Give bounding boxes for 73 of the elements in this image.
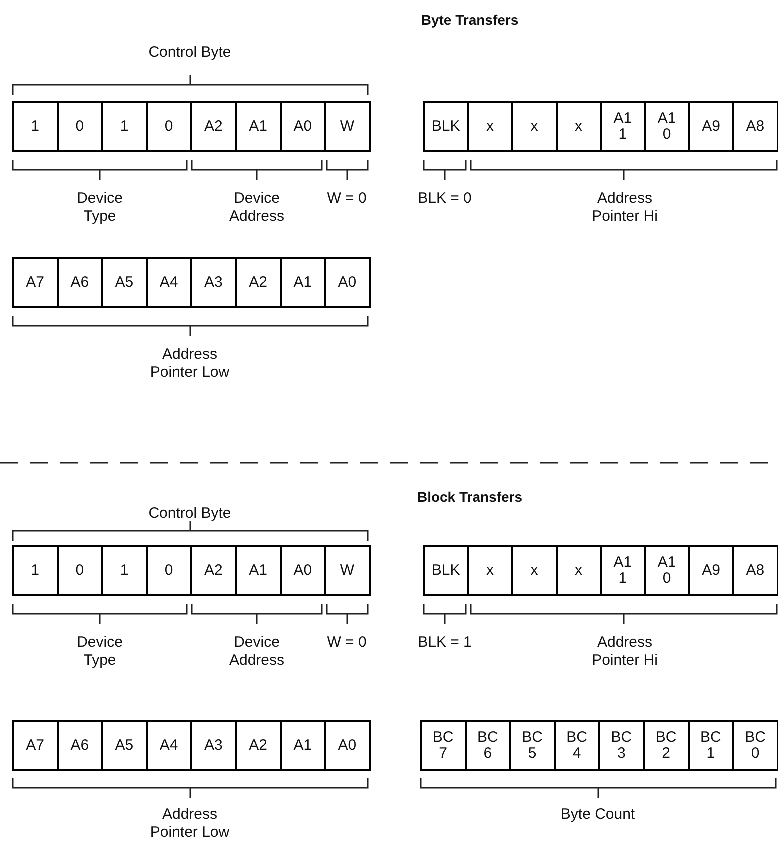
bit-cell: A8 [732, 101, 778, 152]
bit-cell: 1 [12, 545, 59, 596]
bit-cell: BLK [423, 545, 470, 596]
bit-cell: BC 5 [509, 720, 556, 771]
bit-cell: A1 [235, 101, 282, 152]
bit-cell: A7 [12, 257, 59, 308]
bit-cell: 0 [56, 545, 104, 596]
bit-cell: A8 [732, 545, 778, 596]
field-label: Address Pointer Low [149, 806, 231, 842]
bit-cell: 1 [101, 101, 148, 152]
bit-cell: BC 0 [732, 720, 778, 771]
bit-cell: x [511, 545, 558, 596]
bit-cell: BC 7 [420, 720, 467, 771]
bit-cell: W [324, 545, 371, 596]
bit-cell: A7 [12, 720, 59, 771]
field-label: Device Address [228, 190, 286, 226]
field-label: Address Pointer Hi [591, 634, 659, 670]
bit-cell: A1 1 [600, 545, 646, 596]
field-label: BLK = 1 [418, 634, 472, 652]
bit-cell: x [467, 101, 514, 152]
bit-cell: x [467, 545, 514, 596]
bit-cell: A3 [190, 257, 237, 308]
bit-cell: 0 [56, 101, 104, 152]
bit-cell: BC 6 [464, 720, 512, 771]
field-label: Control Byte [148, 44, 232, 62]
bit-cell: x [556, 101, 602, 152]
bit-cell: A6 [56, 720, 104, 771]
field-label: Address Pointer Hi [591, 190, 659, 226]
bit-cell: x [556, 545, 602, 596]
bit-cell: A1 0 [644, 545, 690, 596]
field-label: Device Type [76, 634, 124, 670]
bit-cell: A4 [146, 720, 192, 771]
field-label: W = 0 [327, 634, 367, 652]
bit-cell: 1 [12, 101, 59, 152]
bit-cell: BC 3 [598, 720, 645, 771]
bit-cell: A4 [146, 257, 192, 308]
bit-cell: A2 [235, 720, 282, 771]
bit-cell: A9 [688, 101, 734, 152]
section-heading: Block Transfers [417, 488, 523, 506]
bit-cell: BC 2 [643, 720, 690, 771]
bit-cell: 0 [146, 101, 192, 152]
bit-cell: A1 [280, 257, 326, 308]
bit-cell: A6 [56, 257, 104, 308]
field-label: BLK = 0 [418, 190, 472, 208]
bit-cell: A0 [280, 545, 326, 596]
bit-cell: A1 [280, 720, 326, 771]
bit-cell: 1 [101, 545, 148, 596]
bit-cell: A9 [688, 545, 734, 596]
bit-cell: W [324, 101, 371, 152]
bit-cell: 0 [146, 545, 192, 596]
bit-cell: A5 [101, 257, 148, 308]
field-label: Device Type [76, 190, 124, 226]
field-label: Control Byte [148, 505, 232, 523]
bit-cell: A1 0 [644, 101, 690, 152]
bit-cell: A0 [324, 257, 371, 308]
bit-cell: A2 [190, 545, 237, 596]
bit-cell: A0 [280, 101, 326, 152]
field-label: Byte Count [560, 806, 636, 824]
bit-cell: A1 1 [600, 101, 646, 152]
field-label: Address Pointer Low [149, 346, 231, 382]
field-label: Device Address [228, 634, 286, 670]
bit-cell: A3 [190, 720, 237, 771]
bit-cell: A1 [235, 545, 282, 596]
bit-cell: x [511, 101, 558, 152]
bit-cell: A0 [324, 720, 371, 771]
bit-cell: A2 [190, 101, 237, 152]
bit-cell: BLK [423, 101, 470, 152]
bit-cell: A2 [235, 257, 282, 308]
bit-cell: BC 4 [554, 720, 600, 771]
section-heading: Byte Transfers [421, 11, 519, 29]
bit-cell: BC 1 [688, 720, 734, 771]
field-label: W = 0 [327, 190, 367, 208]
bit-cell: A5 [101, 720, 148, 771]
